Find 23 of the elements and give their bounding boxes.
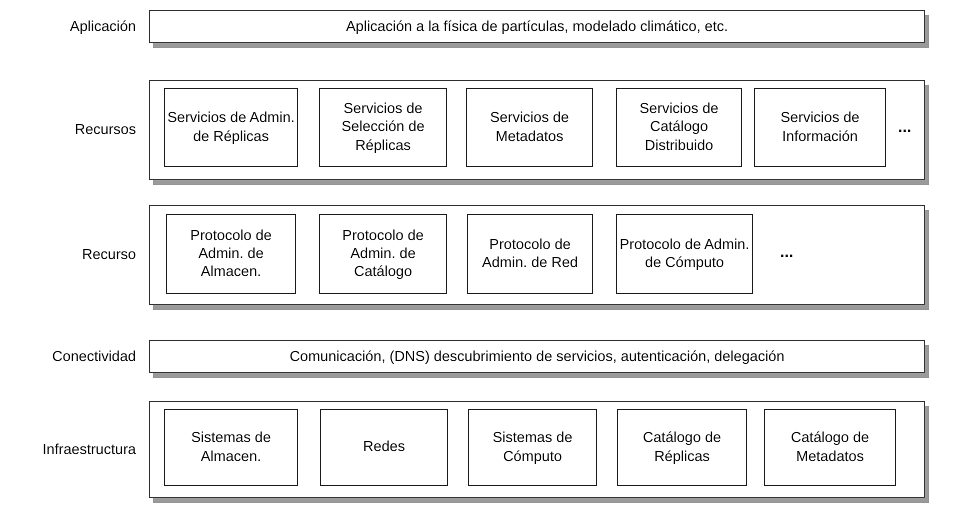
ellipsis: ... [898, 119, 912, 138]
layer-description: Comunicación, (DNS) descubrimiento de servicios, autenticación, delegación [288, 348, 786, 366]
component-box: Servicios de Selección de Réplicas [319, 88, 447, 167]
component-box: Sistemas de Almacen. [164, 409, 298, 486]
layer-label: Infraestructura [42, 442, 136, 458]
layer-description: Aplicación a la física de partículas, modelado climático, etc. [344, 18, 730, 36]
component-box: Servicios de Catálogo Distribuido [616, 88, 742, 167]
component-box: Servicios de Metadatos [466, 88, 593, 167]
layer-label: Recursos [74, 122, 136, 138]
component-box: Protocolo de Admin. de Red [467, 214, 593, 294]
component-box: Servicios de Admin. de Réplicas [164, 88, 298, 167]
component-box: Protocolo de Admin. de Almacen. [166, 214, 296, 294]
component-box: Protocolo de Admin. de Catálogo [319, 214, 447, 294]
component-box: Catálogo de Metadatos [764, 409, 896, 486]
layer-label: Conectividad [52, 348, 136, 364]
component-box: Protocolo de Admin. de Cómputo [616, 214, 753, 294]
ellipsis: ... [780, 244, 794, 262]
component-box: Catálogo de Réplicas [617, 409, 747, 486]
component-box: Redes [320, 409, 448, 486]
layer-label: Recurso [82, 247, 136, 263]
component-box: Servicios de Información [754, 88, 886, 167]
layer-label: Aplicación [70, 18, 136, 34]
component-box: Sistemas de Cómputo [468, 409, 597, 486]
